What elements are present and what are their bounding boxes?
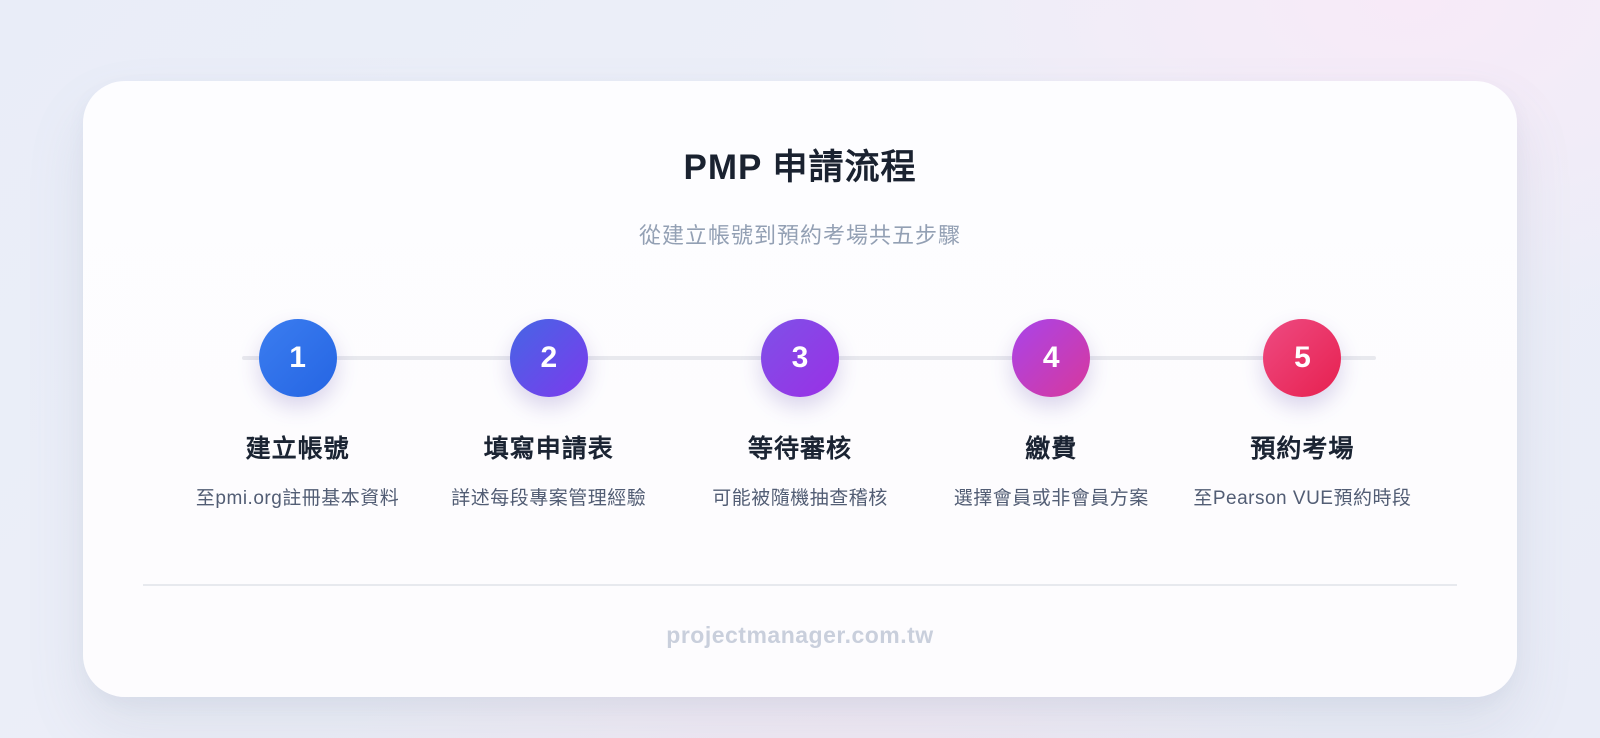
step-number: 4	[1042, 341, 1060, 374]
footer-divider	[143, 584, 1457, 586]
watermark-url: projectmanager.com.tw	[666, 622, 934, 648]
step-number: 1	[289, 341, 306, 374]
step-5: 5 預約考場 至Pearson VUE預約時段	[1177, 310, 1428, 510]
step-title: 繳費	[1025, 435, 1078, 463]
step-title: 建立帳號	[245, 435, 350, 463]
step-number: 2	[540, 341, 558, 374]
step-1-number-badge: 1	[258, 319, 337, 397]
step-3: 3 等待審核 可能被隨機抽查稽核	[674, 310, 925, 510]
infographic-card: PMP 申請流程 從建立帳號到預約考場共五步驟 1 建立帳號 至pmi.org註…	[83, 81, 1517, 697]
step-4-number-badge: 4	[1012, 319, 1091, 397]
page-subtitle: 從建立帳號到預約考場共五步驟	[638, 223, 961, 248]
step-title: 填寫申請表	[483, 435, 614, 463]
step-5-number-badge: 5	[1263, 319, 1342, 397]
step-description: 至Pearson VUE預約時段	[1193, 488, 1412, 509]
step-title: 等待審核	[748, 435, 853, 463]
step-2: 2 填寫申請表 詳述每段專案管理經驗	[423, 310, 674, 510]
step-number: 3	[791, 341, 809, 374]
page-title: PMP 申請流程	[683, 148, 917, 187]
step-4: 4 繳費 選擇會員或非會員方案	[926, 310, 1177, 510]
step-description: 詳述每段專案管理經驗	[451, 488, 647, 509]
step-description: 至pmi.org註冊基本資料	[195, 488, 400, 509]
step-3-number-badge: 3	[761, 319, 839, 397]
step-2-number-badge: 2	[509, 319, 588, 397]
step-description: 可能被隨機抽查稽核	[712, 488, 888, 509]
steps-timeline: 1 建立帳號 至pmi.org註冊基本資料 2 填寫申請表 詳述每段專案管理經驗…	[172, 310, 1428, 520]
step-number: 5	[1294, 341, 1311, 374]
step-title: 預約考場	[1250, 435, 1355, 463]
step-1: 1 建立帳號 至pmi.org註冊基本資料	[172, 310, 423, 510]
step-description: 選擇會員或非會員方案	[953, 488, 1149, 509]
